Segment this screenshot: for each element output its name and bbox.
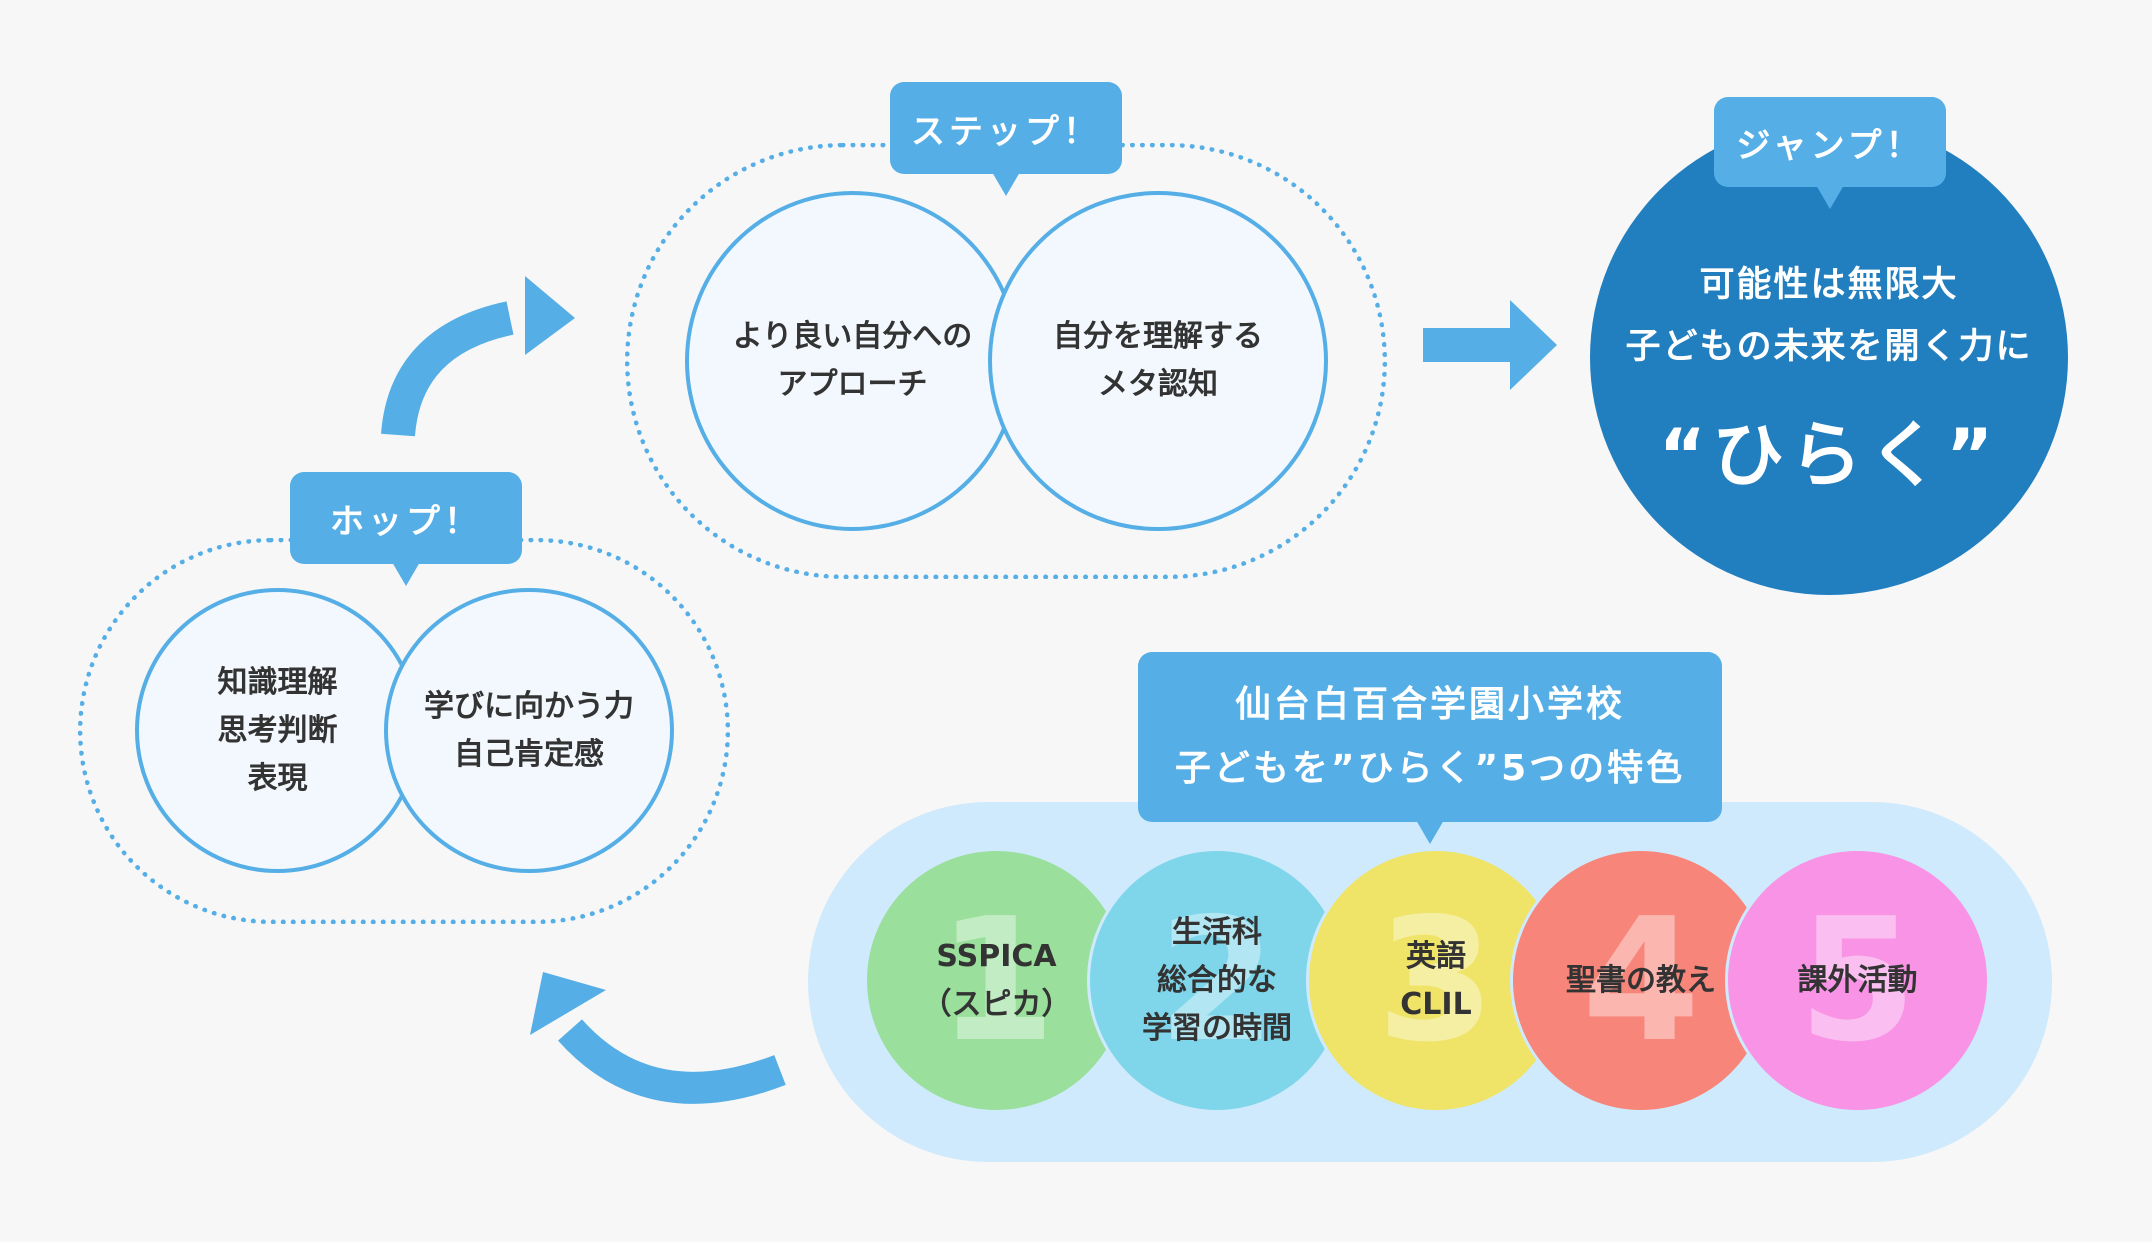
curved-arrow-up-right-icon	[381, 276, 575, 437]
jump-label: ジャンプ！	[1714, 97, 1946, 187]
feature-label: 課外活動	[1797, 962, 1918, 998]
feature-number: 5	[1798, 881, 1917, 1080]
feature-label: 英語 CLIL	[1400, 938, 1472, 1022]
jump-line-1: 可能性は無限大	[1699, 265, 1959, 305]
feature-1: 1 SSPICA （スピカ）	[864, 848, 1129, 1113]
feature-5: 5 課外活動	[1725, 848, 1990, 1113]
feature-2: 2 生活科 総合的な 学習の時間	[1087, 848, 1347, 1113]
feature-label: 生活科 総合的な 学習の時間	[1142, 914, 1292, 1046]
hop-label: ホップ！	[290, 472, 522, 564]
hop-circle-knowledge: 知識理解 思考判断 表現	[135, 588, 420, 873]
features-title: 仙台白百合学園小学校 子どもを”ひらく”5つの特色	[1138, 652, 1722, 822]
feature-number: 2	[1157, 881, 1277, 1080]
step-label: ステップ！	[890, 82, 1122, 174]
step-circle-metacognition: 自分を理解する メタ認知	[988, 191, 1328, 531]
hop-circle-motivation: 学びに向かう力 自己肯定感	[384, 588, 674, 873]
feature-number: 3	[1376, 881, 1496, 1080]
curved-arrow-left-icon	[530, 972, 786, 1104]
feature-number: 4	[1581, 881, 1701, 1080]
feature-label: 聖書の教え	[1566, 962, 1716, 998]
step-circle-approach: より良い自分への アプローチ	[685, 191, 1020, 531]
jump-circle: 可能性は無限大 子どもの未来を開く力に “ひらく”	[1590, 120, 2068, 595]
feature-label: SSPICA （スピカ）	[921, 938, 1072, 1022]
arrow-right-icon	[1423, 300, 1557, 390]
jump-line-2: 子どもの未来を開く力に	[1625, 327, 2033, 367]
jump-highlight: “ひらく”	[1658, 413, 2000, 497]
feature-number: 1	[937, 881, 1056, 1080]
